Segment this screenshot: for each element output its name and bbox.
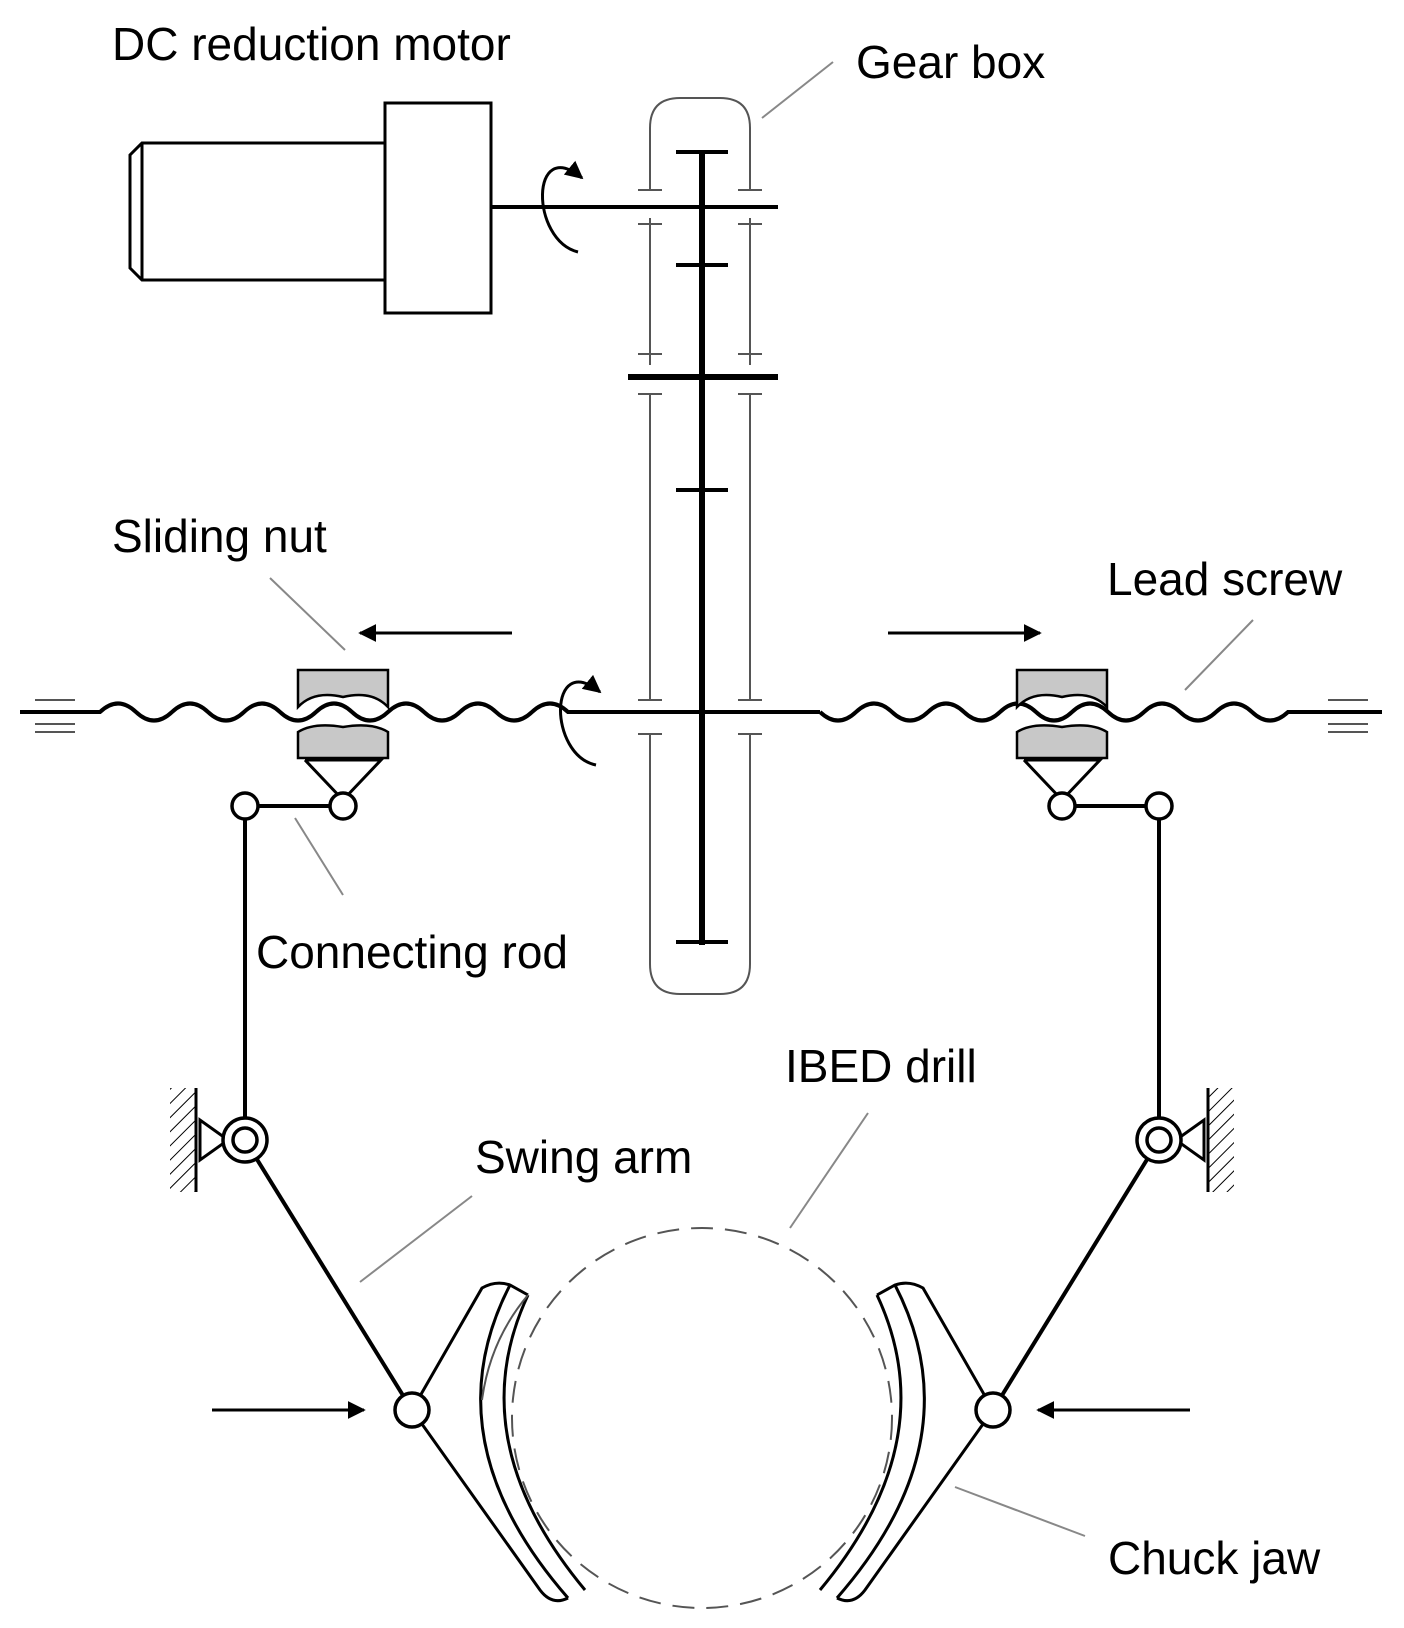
pivot-right-nut: [1047, 791, 1077, 821]
pivot-right-top: [1144, 791, 1174, 821]
pivot-left-nut: [328, 791, 358, 821]
rotation-arrow-bottom-icon: [559, 674, 602, 767]
label-sliding-nut: Sliding nut: [112, 510, 327, 562]
label-ibed-drill: IBED drill: [785, 1040, 977, 1092]
pivot-left-top: [230, 791, 260, 821]
sliding-nut-right: [1015, 668, 1109, 802]
pivot-right-jaw: [974, 1391, 1012, 1429]
ibed-drill-outline: [511, 1227, 893, 1609]
dc-motor: [128, 101, 493, 315]
leader-lines: [269, 61, 1254, 1537]
sliding-nut-left: [296, 668, 390, 802]
gear-train: [628, 150, 778, 945]
left-linkage: [170, 804, 587, 1603]
label-swing-arm: Swing arm: [475, 1131, 692, 1183]
lead-screw: [20, 699, 1382, 733]
label-chuck-jaw: Chuck jaw: [1108, 1532, 1321, 1584]
label-lead-screw: Lead screw: [1107, 553, 1343, 605]
label-gearbox: Gear box: [856, 36, 1045, 88]
right-linkage: [818, 804, 1234, 1603]
gearbox-housing: [638, 97, 762, 995]
rotation-arrow-top-icon: [541, 160, 584, 254]
pivot-left-jaw: [393, 1391, 431, 1429]
label-connecting-rod: Connecting rod: [256, 926, 568, 978]
label-dc-motor: DC reduction motor: [112, 18, 511, 70]
